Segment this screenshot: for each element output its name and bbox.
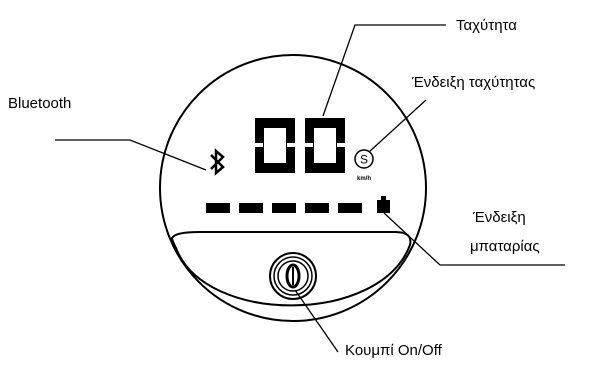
bluetooth-leader-line — [55, 139, 207, 171]
label-battery-line1: Ένδειξη — [472, 209, 526, 226]
battery-leader-line — [383, 212, 565, 266]
speed-mode-icon: S — [354, 149, 374, 169]
label-battery-line2: μπαταρίας — [470, 238, 540, 255]
label-bluetooth: Bluetooth — [8, 95, 71, 112]
battery-bar — [338, 203, 362, 213]
speed-digit-1 — [255, 118, 295, 173]
battery-bar — [206, 203, 230, 213]
battery-icon — [377, 196, 390, 213]
label-speed: Ταχύτητα — [456, 17, 517, 34]
speed-digit-2 — [305, 118, 345, 173]
speed-indicator-leader-line — [368, 99, 427, 153]
label-speed-indicator: Ένδειξη ταχύτητας — [411, 74, 535, 91]
battery-bar — [305, 203, 329, 213]
speed-leader-line — [322, 24, 446, 117]
speed-unit: km/h — [357, 176, 371, 182]
display-housing — [159, 54, 427, 322]
label-power-button: Κουμπί On/Off — [345, 342, 443, 359]
power-button-icon[interactable] — [269, 252, 317, 300]
speed-digits — [255, 118, 345, 173]
button-panel — [170, 231, 412, 307]
battery-bar — [239, 203, 263, 213]
power-leader-line — [294, 289, 339, 353]
battery-bar — [272, 203, 296, 213]
bluetooth-icon — [210, 148, 225, 176]
speed-mode-symbol: S — [360, 153, 368, 167]
battery-bars — [206, 203, 362, 213]
